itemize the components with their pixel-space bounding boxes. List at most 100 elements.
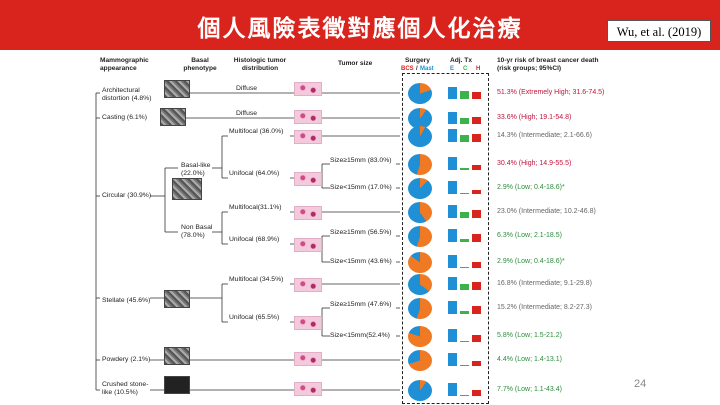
header-surgery-bcs: BCS <box>401 66 414 72</box>
adjuvant-bar-group <box>448 204 484 218</box>
adjuvant-bar-e <box>448 157 457 170</box>
adjuvant-bar-group <box>448 128 484 142</box>
adjuvant-bar-h <box>472 335 481 342</box>
distribution-diffuse-1: Diffuse <box>236 85 258 92</box>
header-histologic: Histologic tumor distribution <box>233 57 287 72</box>
appearance-architectural: Architectural distortion (4.8%) <box>102 87 152 102</box>
adjuvant-bar-h <box>472 361 481 366</box>
citation-box: Wu, et al. (2019) <box>607 20 711 42</box>
adjuvant-bar-group <box>448 352 484 366</box>
surgery-pie-chart <box>408 83 432 104</box>
size-label: Size≥15mm (56.5%) <box>330 229 392 236</box>
header-mammographic: Mammographic appearance <box>100 57 149 72</box>
adjuvant-bar-h <box>472 262 481 268</box>
risk-label: 7.7% (Low; 1.1-43.4) <box>497 386 562 393</box>
adjuvant-bar-e <box>448 255 457 268</box>
appearance-powdery: Powdery (2.1%) <box>102 356 151 363</box>
adjuvant-bar-c <box>460 168 469 170</box>
adjuvant-bar-e <box>448 277 457 290</box>
header-adj-h: H <box>476 66 481 72</box>
surgery-pie-chart <box>408 154 432 175</box>
risk-label: 2.9% (Low; 0.4-18.6)* <box>497 258 565 265</box>
size-label: Size<15mm(52.4%) <box>330 332 390 339</box>
adjuvant-bar-group <box>448 254 484 268</box>
header-tumor-size: Tumor size <box>338 60 373 67</box>
mammogram-architectural <box>164 80 190 98</box>
risk-label: 15.2% (Intermediate; 8.2-27.3) <box>497 304 592 311</box>
risk-label: 14.3% (Intermediate; 2.1-66.6) <box>497 132 592 139</box>
risk-label: 5.8% (Low; 1.5-21.2) <box>497 332 562 339</box>
header-surgery-mast: Mast <box>420 66 434 72</box>
risk-label: 33.6% (High; 19.1-54.8) <box>497 114 572 121</box>
distribution-diffuse-2: Diffuse <box>236 110 258 117</box>
adjuvant-bar-h <box>472 306 481 314</box>
adjuvant-bar-h <box>472 390 481 396</box>
adjuvant-bar-h <box>472 134 481 142</box>
surgery-pie-chart <box>408 298 432 319</box>
header-surgery: Surgery <box>405 57 430 64</box>
risk-label: 16.8% (Intermediate; 9.1-29.8) <box>497 280 592 287</box>
mammogram-powdery <box>164 347 190 365</box>
appearance-circular: Circular (30.9%) <box>102 192 152 199</box>
adjuvant-bar-h <box>472 92 481 99</box>
surgery-pie-chart <box>408 350 432 371</box>
histology-image <box>294 382 322 396</box>
surgery-pie-chart <box>408 178 432 199</box>
adjuvant-bar-c <box>460 135 469 142</box>
header-adj-e: E <box>450 66 455 72</box>
surgery-pie-chart <box>408 226 432 247</box>
adjuvant-bar-group <box>448 382 484 396</box>
histology-image <box>294 316 322 330</box>
mammogram-crushed <box>164 376 190 394</box>
header-adj-c: C <box>463 66 468 72</box>
histology-image <box>294 110 322 124</box>
surgery-pie-chart <box>408 108 432 129</box>
header-basal: Basal phenotype <box>183 57 217 72</box>
basal-like: Basal-like (22.0%) <box>181 162 211 177</box>
surgery-pie-chart <box>408 274 432 295</box>
appearance-stellate: Stellate (45.6%) <box>102 297 151 304</box>
histology-image <box>294 352 322 366</box>
adjuvant-bar-c <box>460 284 469 290</box>
adjuvant-bar-h <box>472 210 481 218</box>
adjuvant-bar-e <box>448 353 457 366</box>
risk-label: 4.4% (Low; 1.4-13.1) <box>497 356 562 363</box>
surgery-pie-chart <box>408 126 432 147</box>
distribution-unifocal-stellate: Unifocal (65.5%) <box>229 314 280 321</box>
adjuvant-bar-e <box>448 301 457 314</box>
adjuvant-bar-group <box>448 276 484 290</box>
adjuvant-bar-h <box>472 234 481 242</box>
adjuvant-bar-c <box>460 193 469 194</box>
adjuvant-bar-h <box>472 165 481 170</box>
adjuvant-bar-h <box>472 117 481 124</box>
surgery-pie-chart <box>408 326 432 347</box>
page-number: 24 <box>634 378 647 390</box>
adjuvant-bar-group <box>448 180 484 194</box>
adjuvant-bar-c <box>460 341 469 342</box>
histology-image <box>294 172 322 186</box>
risk-label: 2.9% (Low; 0.4-18.6)* <box>497 184 565 191</box>
adjuvant-bar-c <box>460 118 469 124</box>
adjuvant-bar-e <box>448 205 457 218</box>
surgery-pie-chart <box>408 380 432 401</box>
adjuvant-bar-group <box>448 228 484 242</box>
appearance-crushed: Crushed stone-like (10.5%) <box>102 381 149 396</box>
histology-image <box>294 206 322 220</box>
size-label: Size≥15mm (83.0%) <box>330 157 392 164</box>
adjuvant-bar-e <box>448 181 457 194</box>
adjuvant-bar-c <box>460 239 469 242</box>
appearance-casting: Casting (6.1%) <box>102 114 147 121</box>
adjuvant-bar-group <box>448 85 484 99</box>
adjuvant-bar-c <box>460 212 469 218</box>
adjuvant-bar-group <box>448 328 484 342</box>
adjuvant-bar-c <box>460 365 469 366</box>
adjuvant-bar-c <box>460 267 469 268</box>
risk-label: 23.0% (Intermediate; 10.2-46.8) <box>497 208 596 215</box>
histology-image <box>294 130 322 144</box>
surgery-pie-chart <box>408 202 432 223</box>
slide-title: 個人風險表徵對應個人化治療 <box>197 16 523 42</box>
adjuvant-bar-h <box>472 282 481 290</box>
size-label: Size≥15mm (47.6%) <box>330 301 392 308</box>
mammogram-casting <box>160 108 186 126</box>
